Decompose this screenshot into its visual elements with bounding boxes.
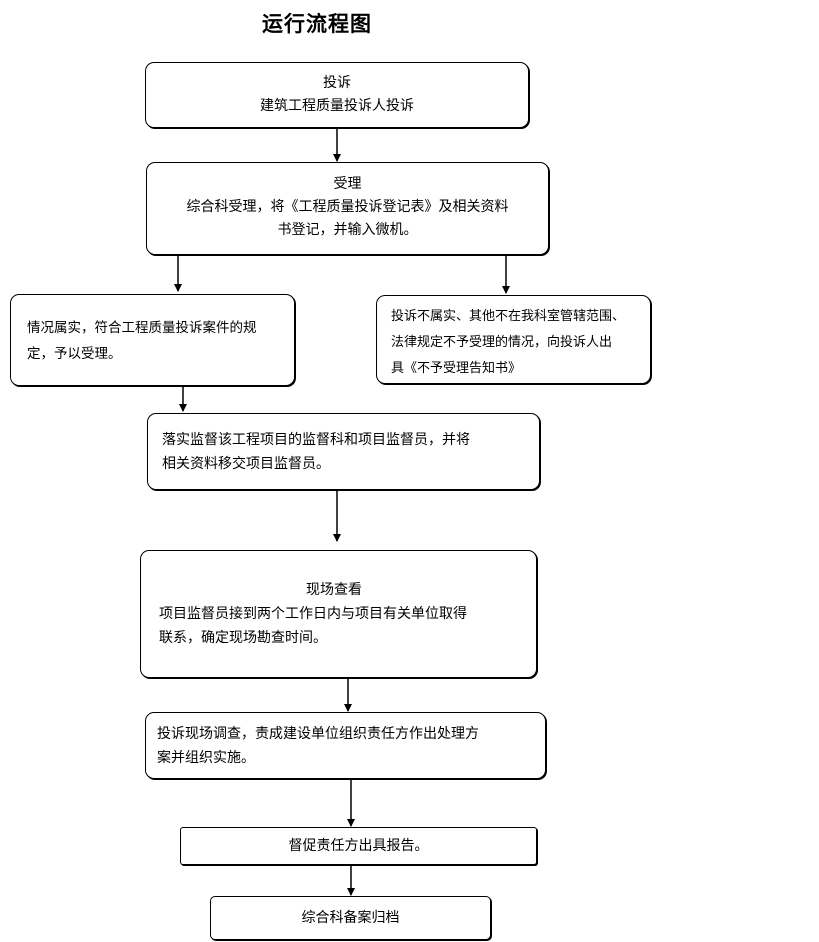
node-invalid-case-text-3: 具《不予受理告知书》	[391, 361, 522, 376]
node-invalid-case-text-2: 法律规定不予受理的情况，向投诉人出	[391, 335, 613, 350]
node-valid-case-text-1: 情况属实，符合工程质量投诉案件的规	[27, 320, 257, 336]
node-complaint-text: 建筑工程质量投诉人投诉	[260, 98, 414, 114]
node-site-inspection-text-2: 联系，确定现场勘查时间。	[159, 630, 327, 646]
node-invalid-case-text-1: 投诉不属实、其他不在我科室管辖范围、	[391, 309, 626, 324]
node-investigation-text-1: 投诉现场调查，责成建设单位组织责任方作出处理方	[157, 726, 479, 742]
node-investigation-text-2: 案并组织实施。	[157, 750, 255, 766]
node-site-inspection: 现场查看 项目监督员接到两个工作日内与项目有关单位取得 联系，确定现场勘查时间。	[140, 550, 537, 678]
node-site-inspection-text-1: 项目监督员接到两个工作日内与项目有关单位取得	[159, 606, 467, 622]
node-invalid-case: 投诉不属实、其他不在我科室管辖范围、 法律规定不予受理的情况，向投诉人出 具《不…	[376, 295, 651, 384]
node-report-text: 督促责任方出具报告。	[288, 838, 429, 854]
node-assign: 落实监督该工程项目的监督科和项目监督员，并将 相关资料移交项目监督员。	[147, 413, 540, 490]
node-acceptance-text-2: 书登记，并输入微机。	[277, 222, 418, 238]
node-complaint: 投诉 建筑工程质量投诉人投诉	[145, 62, 529, 128]
node-acceptance-heading: 受理	[333, 176, 362, 192]
page-title: 运行流程图	[262, 11, 372, 36]
node-archive: 综合科备案归档	[210, 896, 491, 940]
node-site-inspection-heading: 现场查看	[306, 582, 362, 598]
node-report: 督促责任方出具报告。	[180, 827, 537, 865]
node-valid-case: 情况属实，符合工程质量投诉案件的规 定，予以受理。	[10, 294, 295, 386]
node-assign-text-2: 相关资料移交项目监督员。	[162, 456, 330, 472]
node-assign-text-1: 落实监督该工程项目的监督科和项目监督员，并将	[162, 432, 470, 448]
node-investigation: 投诉现场调查，责成建设单位组织责任方作出处理方 案并组织实施。	[145, 712, 546, 779]
node-complaint-heading: 投诉	[323, 75, 351, 91]
node-archive-text: 综合科备案归档	[301, 910, 400, 926]
node-valid-case-text-2: 定，予以受理。	[27, 346, 122, 362]
node-acceptance-text-1: 综合科受理，将《工程质量投诉登记表》及相关资料	[186, 199, 509, 215]
node-acceptance: 受理 综合科受理，将《工程质量投诉登记表》及相关资料 书登记，并输入微机。	[146, 162, 549, 255]
